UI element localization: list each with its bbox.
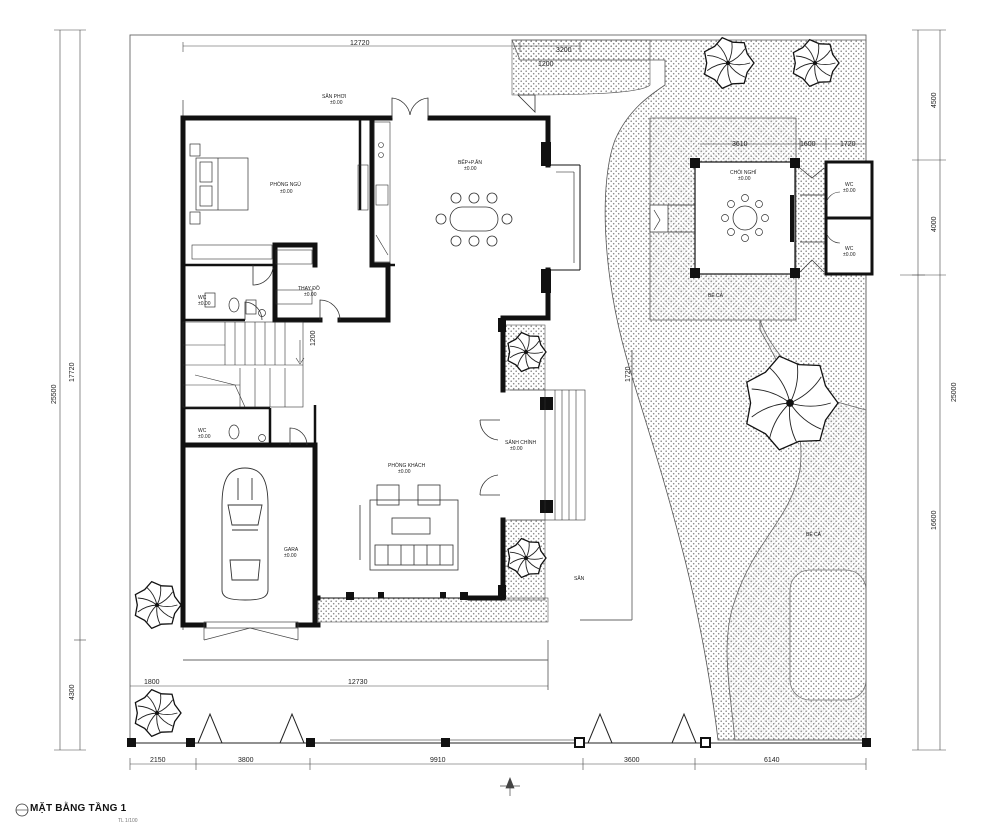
- drawing-scale: TL 1/100: [118, 818, 138, 824]
- room-bep-an: BẾP+P.ĂN: [458, 159, 482, 166]
- room-san-phoi: SÂN PHƠI: [322, 93, 346, 100]
- sofa-set: [359, 484, 459, 571]
- dim-top-right-small: 1200: [538, 61, 554, 68]
- dim-bottom-seg-2: 3800: [238, 757, 254, 764]
- dim-right-lower: 16600: [931, 510, 938, 530]
- dim-stair-width: 1200: [310, 330, 317, 346]
- dimension-lines: [54, 29, 946, 770]
- room-wc-1-level: ±0.00: [198, 301, 211, 307]
- landscape-trees: [134, 36, 840, 738]
- tree-icon: [134, 580, 182, 630]
- gazebo-wc-blocks: [824, 160, 874, 276]
- dim-left-bottom-short: 1800: [144, 679, 160, 686]
- dim-gazebo-2: 1600: [800, 141, 816, 148]
- tree-icon: [507, 331, 547, 373]
- room-gara-level: ±0.00: [284, 553, 297, 559]
- dim-right-mid: 4000: [931, 216, 938, 232]
- room-sanh-chinh: SẢNH CHÍNH: [505, 439, 537, 446]
- tree-icon: [746, 355, 839, 451]
- room-bep-an-level: ±0.00: [464, 166, 477, 172]
- bathroom-fixtures: [204, 292, 266, 442]
- room-phong-khach: PHÒNG KHÁCH: [388, 462, 426, 469]
- room-san-phoi-level: ±0.00: [330, 100, 343, 106]
- dim-mid-vertical: 1720: [625, 366, 632, 382]
- wardrobe: [191, 164, 369, 305]
- garage-door: [203, 621, 299, 641]
- room-thay-do-level: ±0.00: [304, 292, 317, 298]
- tree-icon: [134, 688, 182, 738]
- dim-gazebo-1: 3610: [732, 141, 748, 148]
- room-choi-nghi-level: ±0.00: [738, 176, 751, 182]
- room-sanh-chinh-level: ±0.00: [510, 446, 523, 452]
- north-arrow-icon: [500, 777, 520, 796]
- room-thay-do: THAY ĐỒ: [298, 285, 320, 292]
- dim-gazebo-3: 1720: [840, 141, 856, 148]
- section-mark-icon: [15, 803, 29, 817]
- planting-strips: [317, 324, 549, 623]
- front-fence-gates: [130, 712, 866, 744]
- room-wc-1: WC: [198, 295, 207, 301]
- staircase: [182, 321, 305, 408]
- room-san: SÂN: [574, 575, 585, 582]
- bed: [189, 143, 249, 225]
- doors: [244, 94, 536, 496]
- room-wc-2-level: ±0.00: [198, 434, 211, 440]
- room-choi-nghi: CHÒI NGHỈ: [730, 169, 757, 176]
- kitchen-counter: [373, 121, 391, 263]
- room-wc-3: WC: [845, 182, 854, 188]
- dim-right-top: 4500: [931, 92, 938, 108]
- dim-bottom-seg-3: 9910: [430, 757, 446, 764]
- room-gara: GARA: [284, 547, 299, 553]
- house-walls: [180, 115, 551, 628]
- dim-bottom-inner: 12730: [348, 679, 368, 686]
- dim-top-overall: 12720: [350, 40, 370, 47]
- room-wc-4-level: ±0.00: [843, 252, 856, 258]
- room-phong-ngu-level: ±0.00: [280, 189, 293, 195]
- dim-left-lower: 4300: [69, 684, 76, 700]
- drawing-caption: MẶT BẰNG TẦNG 1: [30, 803, 127, 814]
- dim-right-overall: 25000: [951, 382, 958, 402]
- tree-icon: [792, 38, 840, 88]
- column-posts: [346, 142, 553, 600]
- room-wc-4: WC: [845, 246, 854, 252]
- room-labels: SÂN PHƠI ±0.00 PHÒNG NGỦ ±0.00 BẾP+P.ĂN …: [198, 93, 856, 582]
- interior-walls: [183, 118, 581, 599]
- room-be-ca-2: BỂ CÁ: [806, 531, 822, 538]
- car: [221, 467, 269, 601]
- dim-top-right-gap: 3200: [556, 47, 572, 54]
- tree-icon: [507, 537, 547, 579]
- dim-bottom-seg-1: 2150: [150, 757, 166, 764]
- dining-table: [435, 192, 513, 247]
- dim-left-overall: 25500: [51, 384, 58, 404]
- room-phong-ngu: PHÒNG NGỦ: [270, 181, 301, 188]
- dim-bottom-seg-5: 6140: [764, 757, 780, 764]
- tree-icon: [703, 36, 755, 90]
- dim-bottom-seg-4: 3600: [624, 757, 640, 764]
- dim-left-upper: 17720: [69, 362, 76, 382]
- fence-posts: [127, 737, 871, 748]
- room-wc-2: WC: [198, 428, 207, 434]
- room-be-ca-1: BỂ CÁ: [708, 292, 724, 299]
- room-phong-khach-level: ±0.00: [398, 469, 411, 475]
- entrance-steps: [510, 389, 586, 521]
- dimension-labels: 12720 3200 1200 12730 1800 2150 3800 991…: [51, 40, 958, 764]
- gazebo: [649, 158, 826, 278]
- room-wc-3-level: ±0.00: [843, 188, 856, 194]
